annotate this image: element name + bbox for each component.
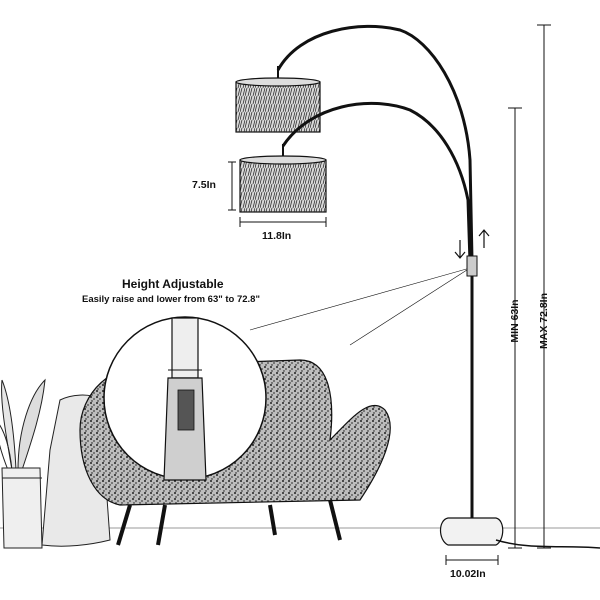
height-detail-callout (103, 267, 471, 481)
lower-arc-arm (281, 101, 472, 263)
callout-title: Height Adjustable (122, 277, 224, 291)
dimension-lines (228, 24, 551, 565)
upper-arc-arm (276, 24, 474, 261)
lower-lamp-shade (239, 144, 327, 213)
min-height-label: MIN 63In (509, 299, 521, 343)
pole-adjust-joint (466, 255, 478, 277)
shade-width-label: 11.8In (262, 230, 292, 242)
adjust-arrows (454, 229, 490, 259)
callout-description: Easily raise and lower from 63" to 72.8" (82, 294, 260, 305)
shade-height-label: 7.5In (192, 179, 216, 191)
max-height-label: MAX 72.8In (538, 292, 550, 350)
plant (0, 378, 46, 549)
lamp-base (439, 517, 600, 549)
base-width-label: 10.02In (450, 568, 486, 580)
